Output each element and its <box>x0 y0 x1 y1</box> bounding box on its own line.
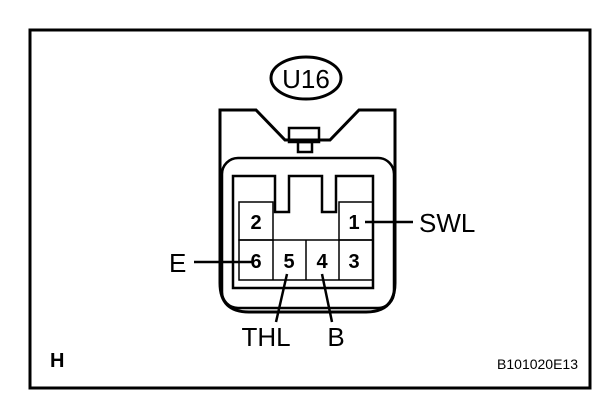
pin-6: 6 <box>250 251 261 273</box>
signal-label-e: E <box>169 248 186 278</box>
leader-lines <box>194 220 413 323</box>
pin-1: 1 <box>348 212 359 234</box>
pin-3: 3 <box>348 251 359 273</box>
signal-label-swl: SWL <box>419 208 475 238</box>
figure-frame <box>28 28 592 390</box>
leader-b <box>320 273 334 323</box>
connector-id-badge <box>269 55 343 101</box>
leader-thl <box>274 273 289 323</box>
pin-5: 5 <box>283 251 294 273</box>
pin-4: 4 <box>316 251 328 273</box>
pin-grid <box>238 201 374 281</box>
connector-inner-face <box>220 156 396 310</box>
connector-housing-shell <box>218 108 397 314</box>
pin-2: 2 <box>250 212 261 234</box>
pin-cavity-outline <box>231 174 375 290</box>
signal-label-thl: THL <box>241 322 290 352</box>
lock-tab-post <box>296 140 314 154</box>
signal-label-b: B <box>327 322 344 352</box>
figure-code: B101020E13 <box>497 356 578 372</box>
view-label: H <box>50 350 64 372</box>
connector-id-label: U16 <box>282 64 330 94</box>
